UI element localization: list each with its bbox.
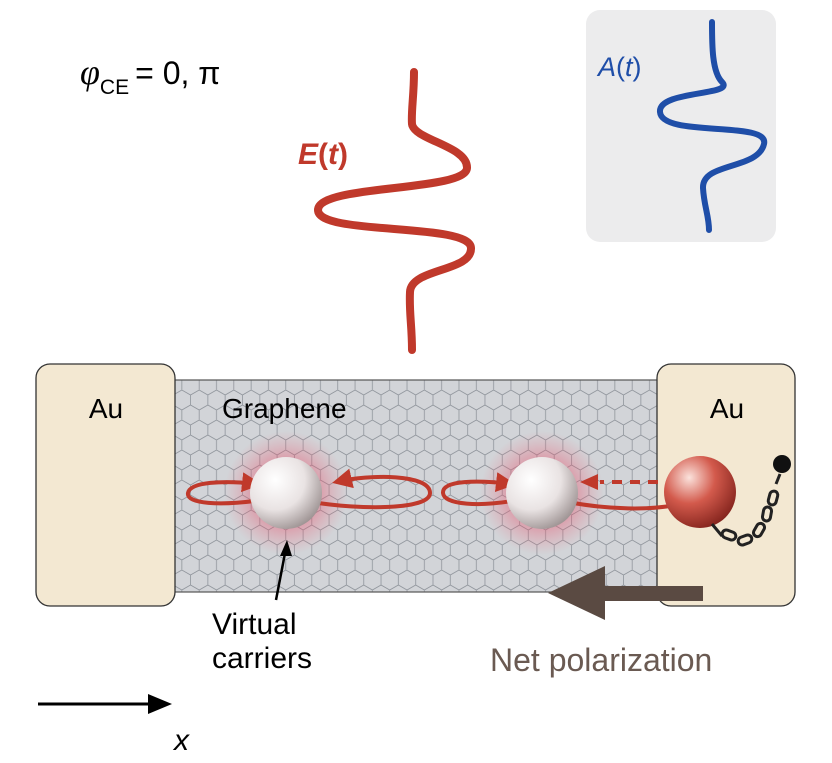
phase-label: φCE = 0, π xyxy=(80,52,220,99)
virtual-carriers-label: Virtual carriers xyxy=(212,608,312,675)
virtual-carriers-pointer xyxy=(274,547,288,601)
right-contact-label: Au xyxy=(710,393,744,424)
carrier-loop-left-inner xyxy=(311,468,433,510)
phase-value: = 0, π xyxy=(135,55,220,91)
efield-pulse xyxy=(313,68,475,354)
left-contact-label: Au xyxy=(89,393,123,424)
carrier-loop-left-outer xyxy=(186,472,263,506)
phase-symbol: φ xyxy=(80,52,100,92)
carrier-loop-right-outer xyxy=(441,472,519,507)
chain-icon xyxy=(710,473,782,547)
real-carrier-ball xyxy=(664,456,736,528)
x-axis-label: x xyxy=(172,724,190,757)
net-polarization-label: Net polarization xyxy=(490,642,712,678)
vector-potential-label: A(t) xyxy=(596,52,642,82)
chain-anchor xyxy=(773,455,791,473)
graphene-label: Graphene xyxy=(222,393,347,424)
carrier-return-arrowhead xyxy=(580,474,598,490)
net-polarization-arrow xyxy=(548,566,703,620)
x-axis-arrow xyxy=(38,694,172,714)
efield-label: E(t) xyxy=(298,138,348,171)
vector-potential-waveform xyxy=(657,19,767,233)
virtual-carrier-left xyxy=(250,457,322,529)
virtual-carrier-right xyxy=(506,457,578,529)
left-gold-contact xyxy=(35,363,176,607)
phase-subscript: CE xyxy=(100,76,129,99)
